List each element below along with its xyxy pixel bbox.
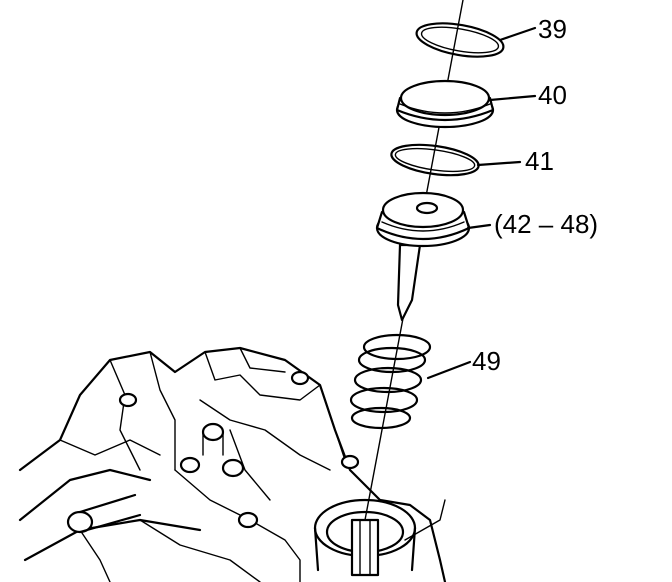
seal-ring-41 <box>390 143 480 177</box>
accumulator-spring-49 <box>349 333 432 430</box>
callout-41: 41 <box>525 146 554 176</box>
leader-lines <box>426 26 537 380</box>
snap-ring-39 <box>415 22 505 58</box>
callout-39: 39 <box>538 14 567 44</box>
callout-42-48: (42 – 48) <box>494 209 598 239</box>
transmission-case <box>18 346 447 582</box>
accumulator-cover-40 <box>395 79 495 129</box>
accumulator-piston-42-48 <box>375 191 471 322</box>
callout-40: 40 <box>538 80 567 110</box>
callout-49: 49 <box>472 346 501 376</box>
